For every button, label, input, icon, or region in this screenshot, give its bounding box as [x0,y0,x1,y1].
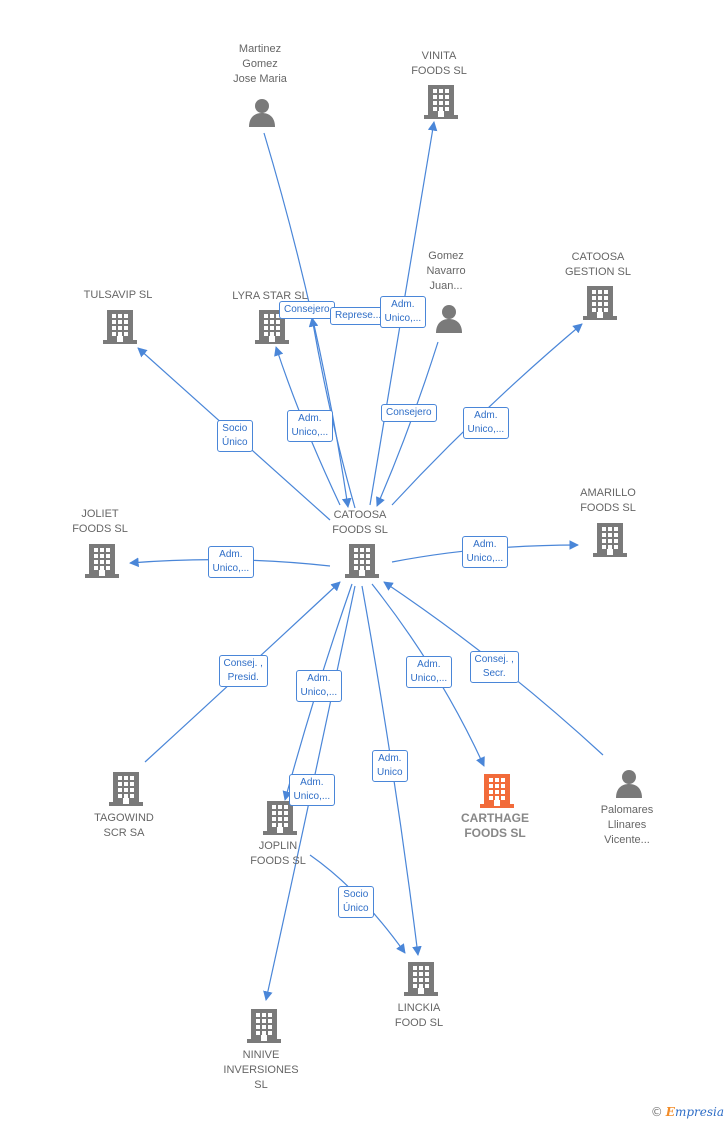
edge-label-catoosa_foods-to-vinita[interactable]: Adm. Unico,... [379,296,427,328]
building-icon[interactable] [404,960,438,1001]
node-label-lyra[interactable]: LYRA STAR SL [232,290,308,302]
node-label-gomez[interactable]: Gomez Navarro Juan... [426,250,466,292]
edge-label-tagowind-to-catoosa_foods[interactable]: Consej. , Presid. [218,655,268,687]
building-icon[interactable] [583,284,617,325]
edge-label-palomares-to-catoosa_foods[interactable]: Consej. , Secr. [469,651,519,683]
building-icon[interactable] [345,542,379,583]
building-icon[interactable] [103,308,137,349]
node-label-joliet[interactable]: JOLIET FOODS SL [72,508,128,535]
node-label-tagowind[interactable]: TAGOWIND SCR SA [94,812,154,839]
edge-label-catoosa_foods-to-linckia[interactable]: Adm. Unico [372,750,408,782]
edge-label-catoosa_foods-to-catoosa_gestion[interactable]: Adm. Unico,... [462,407,510,439]
edge-label-martinez-to-catoosa_foods[interactable]: Consejero [279,301,335,319]
brand-footer: ©Empresia [651,1105,724,1119]
person-icon[interactable] [614,768,644,803]
edge-label-joplin-to-linckia[interactable]: Socio Único [338,886,374,918]
node-label-ninive[interactable]: NINIVE INVERSIONES SL [223,1049,299,1091]
node-label-joplin[interactable]: JOPLIN FOODS SL [250,840,306,867]
building-icon[interactable] [480,772,514,813]
copyright-icon: © [650,1105,663,1119]
node-label-tulsavip[interactable]: TULSAVIP SL [83,289,153,301]
edge-label-catoosa_foods-to-lyra[interactable]: Represe... [330,307,387,325]
person-icon[interactable] [434,303,464,338]
edge-label-catoosa_foods-to-ninive[interactable]: Adm. Unico,... [288,774,336,806]
edge-label-catoosa_foods-to-tulsavip[interactable]: Socio Único [217,420,253,452]
node-label-palomares[interactable]: Palomares Llinares Vicente... [600,804,654,846]
edge-label-catoosa_foods-to-amarillo[interactable]: Adm. Unico,... [461,536,509,568]
edge-gomez-to-catoosa_foods [376,341,439,507]
node-label-carthage[interactable]: CARTHAGE FOODS SL [461,811,529,840]
edge-label-catoosa_foods-to-lyra[interactable]: Adm. Unico,... [286,410,334,442]
node-label-catoosa_foods[interactable]: CATOOSA FOODS SL [332,509,388,536]
building-icon[interactable] [247,1007,281,1048]
building-icon[interactable] [263,799,297,840]
building-icon[interactable] [85,542,119,583]
node-label-catoosa_gestion[interactable]: CATOOSA GESTION SL [564,251,632,278]
building-icon[interactable] [593,521,627,562]
person-icon[interactable] [247,97,277,132]
building-icon[interactable] [109,770,143,811]
brand-name: mpresia [674,1105,724,1119]
brand-initial: E [665,1105,675,1119]
edge-label-catoosa_foods-to-joliet[interactable]: Adm. Unico,... [207,546,255,578]
node-label-martinez[interactable]: Martinez Gomez Jose Maria [233,43,287,85]
edge-label-catoosa_foods-to-carthage[interactable]: Adm. Unico,... [405,656,453,688]
node-label-vinita[interactable]: VINITA FOODS SL [411,50,467,77]
building-icon[interactable] [424,83,458,124]
edge-label-catoosa_foods-to-joplin[interactable]: Adm. Unico,... [295,670,343,702]
node-label-amarillo[interactable]: AMARILLO FOODS SL [580,487,636,514]
node-label-linckia[interactable]: LINCKIA FOOD SL [394,1002,444,1029]
edge-label-gomez-to-catoosa_foods[interactable]: Consejero [381,404,437,422]
